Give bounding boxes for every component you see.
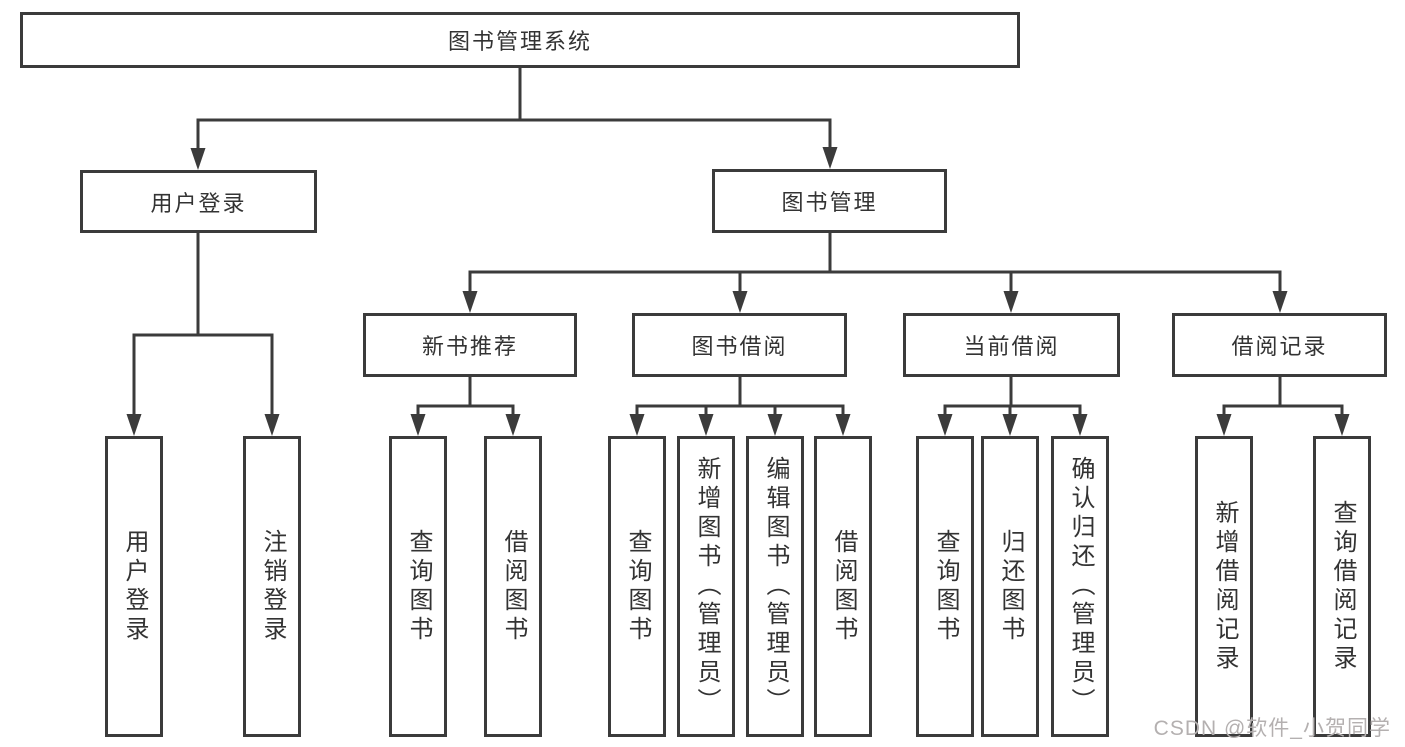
leaf-borrow-books-borrowing: 借阅图书: [814, 436, 872, 737]
csdn-watermark: CSDN @软件_小贺同学: [1153, 717, 1391, 740]
node-book-management: 图书管理: [712, 169, 947, 233]
node-root: 图书管理系统: [20, 12, 1020, 68]
leaf-borrow-books-recommend: 借阅图书: [484, 436, 542, 737]
node-user-login: 用户登录: [80, 170, 317, 233]
arrowheads: [126, 147, 1350, 436]
leaf-user-login: 用户登录: [105, 436, 163, 737]
node-new-book-recommend: 新书推荐: [363, 313, 577, 377]
leaf-add-books-admin: 新增图书（管理员）: [677, 436, 735, 737]
leaf-add-borrow-record: 新增借阅记录: [1195, 436, 1253, 737]
node-borrow-records: 借阅记录: [1172, 313, 1387, 377]
leaf-query-books-current: 查询图书: [916, 436, 974, 737]
leaf-query-borrow-record: 查询借阅记录: [1313, 436, 1371, 737]
leaf-confirm-return-admin: 确认归还（管理员）: [1051, 436, 1109, 737]
leaf-query-books-borrowing: 查询图书: [608, 436, 666, 737]
leaf-edit-books-admin: 编辑图书（管理员）: [746, 436, 804, 737]
node-book-borrowing: 图书借阅: [632, 313, 847, 377]
node-current-borrowing: 当前借阅: [903, 313, 1120, 377]
leaf-return-books: 归还图书: [981, 436, 1039, 737]
leaf-logout: 注销登录: [243, 436, 301, 737]
leaf-query-books-recommend: 查询图书: [389, 436, 447, 737]
